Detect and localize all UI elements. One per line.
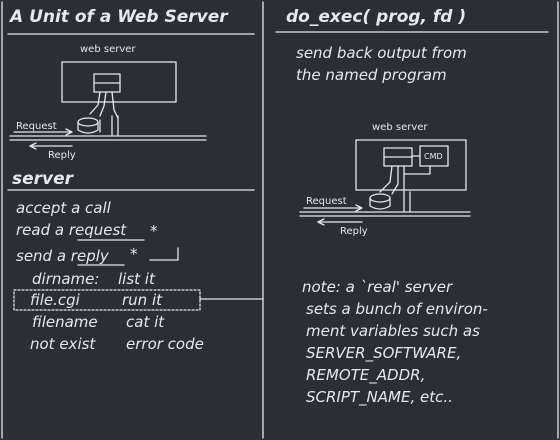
dispatch-name-1: file.cgi	[30, 291, 81, 309]
dispatch-action-2: cat it	[126, 313, 165, 331]
right-pipe-a	[379, 165, 393, 193]
left-server-box	[61, 61, 177, 103]
note-line-2: sets a bunch of environ-	[306, 300, 488, 318]
note-line-6: SCRIPT_NAME, etc..	[306, 388, 453, 407]
right-socket-body	[369, 197, 391, 210]
dispatch-action-0: list it	[118, 270, 156, 288]
step-accept: accept a call	[16, 199, 112, 217]
left-pipe-a	[89, 91, 101, 115]
note-line-4: SERVER_SOFTWARE,	[306, 344, 461, 363]
left-reply-label: Reply	[48, 150, 76, 161]
note-line-1: note: a `real' server	[302, 278, 453, 296]
right-web-server-diagram: web server CMD Request Reply	[299, 122, 471, 237]
left-socket-top	[77, 117, 99, 127]
left-title: A Unit of a Web Server	[8, 7, 229, 27]
right-reply-label: Reply	[340, 226, 368, 237]
dispatch-name-3: not exist	[30, 335, 96, 353]
right-request-label: Request	[306, 196, 347, 207]
read-star: *	[150, 222, 158, 240]
right-title: do_exec( prog, fd )	[286, 7, 466, 27]
left-pipe-b	[99, 91, 107, 117]
left-request-label: Request	[16, 121, 57, 132]
note-line-3: ment variables such as	[306, 322, 480, 340]
dispatch-name-0: dirname:	[32, 270, 99, 288]
right-description-line-2: the named program	[296, 66, 447, 84]
right-pipe-b	[391, 165, 399, 195]
cmd-output-pipe	[403, 165, 431, 175]
file-cgi-highlight-box	[13, 289, 201, 311]
note-line-5: REMOTE_ADDR,	[306, 366, 425, 385]
left-web-server-diagram: web server Request Reply	[9, 44, 207, 161]
right-socket-top	[369, 193, 391, 203]
send-star: *	[130, 245, 138, 263]
send-corner-mark	[149, 247, 179, 261]
right-description-line-1: send back output from	[296, 44, 467, 62]
right-diagram-box-label: web server	[372, 122, 428, 133]
step-read: read a request	[16, 221, 127, 239]
right-server-box	[355, 139, 467, 191]
left-pipe-c	[111, 91, 119, 119]
left-socket-body	[77, 121, 99, 134]
server-heading: server	[12, 169, 75, 189]
dispatch-name-2: filename	[32, 313, 98, 331]
step-send: send a reply	[16, 247, 110, 265]
dispatch-action-1: run it	[122, 291, 163, 309]
left-diagram-box-label: web server	[80, 44, 136, 55]
dispatch-action-3: error code	[126, 335, 204, 353]
cmd-label: CMD	[424, 152, 443, 161]
